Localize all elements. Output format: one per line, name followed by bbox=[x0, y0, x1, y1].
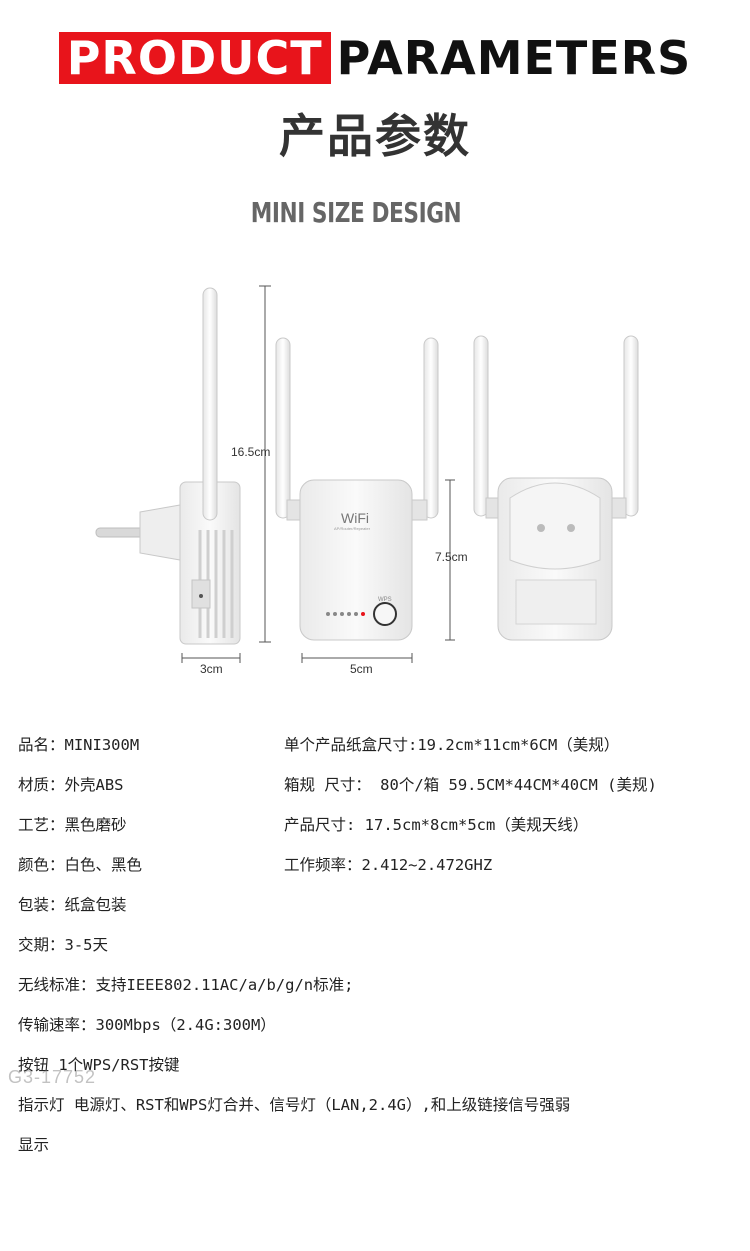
section-title: MINI SIZE DESIGN bbox=[250, 196, 462, 229]
watermark: G3-17752 bbox=[8, 1067, 97, 1087]
spec-wireless-standard: 无线标准：支持IEEE802.11AC/a/b/g/n标准; bbox=[18, 976, 354, 994]
spec-finish: 工艺：黑色磨砂 bbox=[18, 816, 127, 834]
spec-transfer-rate: 传输速率：300Mbps（2.4G:300M） bbox=[18, 1016, 276, 1034]
front-height-label: 7.5cm bbox=[435, 550, 468, 564]
back-view bbox=[473, 335, 639, 641]
spec-indicator-cont: 显示 bbox=[18, 1136, 50, 1154]
title-text: PARAMETERS bbox=[336, 31, 692, 85]
title-highlight: PRODUCT bbox=[58, 32, 331, 84]
spec-indicator: 指示灯 电源灯、RST和WPS灯合并、信号灯（LAN,2.4G）,和上级链接信号… bbox=[18, 1096, 571, 1114]
front-view bbox=[275, 337, 455, 663]
spec-packaging: 包装：纸盒包装 bbox=[18, 896, 127, 914]
side-view bbox=[95, 285, 271, 663]
spec-material: 材质：外壳ABS bbox=[18, 776, 124, 794]
spec-frequency: 工作频率：2.412~2.472GHZ bbox=[284, 856, 493, 874]
front-width-label: 5cm bbox=[350, 662, 373, 676]
spec-button: 按钮 1个WPS/RST按键 bbox=[18, 1056, 180, 1074]
spec-carton-size: 箱规 尺寸： 80个/箱 59.5CM*44CM*40CM (美规) bbox=[284, 776, 657, 794]
side-width-label: 3cm bbox=[200, 662, 223, 676]
wps-label: WPS bbox=[378, 597, 392, 603]
spec-color: 颜色：白色、黑色 bbox=[18, 856, 143, 874]
wifi-logo-subtext: AP/Router/Repeater bbox=[334, 526, 371, 531]
device-illustration bbox=[95, 285, 639, 663]
spec-box-size: 单个产品纸盒尺寸:19.2cm*11cm*6CM（美规） bbox=[284, 736, 620, 754]
spec-name: 品名：MINI300M bbox=[18, 736, 140, 754]
height-dimension-label: 16.5cm bbox=[231, 445, 271, 459]
subtitle-chinese: 产品参数 bbox=[279, 109, 471, 163]
spec-lead-time: 交期：3-5天 bbox=[18, 936, 108, 954]
product-diagram: 16.5cm 3cm 5cm 7.5cm WiFi AP/Router/Repe… bbox=[0, 270, 750, 690]
wifi-logo: WiFi bbox=[341, 510, 369, 526]
spec-product-size: 产品尺寸: 17.5cm*8cm*5cm（美规天线） bbox=[284, 816, 589, 834]
